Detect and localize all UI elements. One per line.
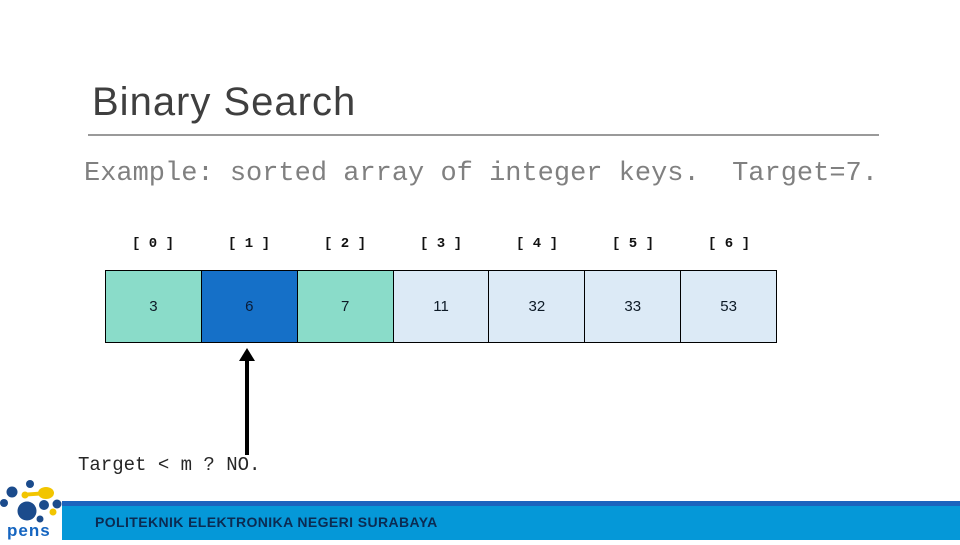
comparison-caption: Target < m ? NO. — [78, 454, 261, 476]
footer-bar — [59, 506, 960, 540]
array-index-row: [ 0 ] [ 1 ] [ 2 ] [ 3 ] [ 4 ] [ 5 ] [ 6 … — [105, 236, 777, 252]
array-cell-4: 32 — [489, 271, 586, 342]
footer-institution-name: POLITEKNIK ELEKTRONIKA NEGERI SURABAYA — [95, 514, 438, 530]
array-cell-3: 11 — [393, 271, 490, 342]
array-cell-1-middle: 6 — [201, 271, 298, 342]
arrow-up-icon — [239, 348, 255, 361]
title-underline — [88, 134, 879, 136]
array-cell-2: 7 — [297, 271, 394, 342]
index-label-3: [ 3 ] — [419, 236, 462, 252]
index-label-2: [ 2 ] — [323, 236, 366, 252]
array-cell-5: 33 — [585, 271, 682, 342]
index-label-5: [ 5 ] — [611, 236, 654, 252]
array-cell-6: 53 — [681, 271, 777, 342]
index-label-4: [ 4 ] — [515, 236, 558, 252]
array-table: 3 6 7 11 32 33 53 — [105, 270, 777, 343]
footer-bar-dark-stripe — [59, 501, 960, 506]
index-label-6: [ 6 ] — [707, 236, 750, 252]
page-title: Binary Search — [92, 80, 357, 124]
pens-logo-icon: pens — [0, 480, 62, 540]
pens-logo-wordmark: pens — [7, 521, 51, 540]
example-text: Example: sorted array of integer keys. T… — [84, 159, 878, 189]
arrow-up-line — [245, 360, 249, 455]
index-label-0: [ 0 ] — [131, 236, 174, 252]
pens-logo: pens — [0, 478, 62, 540]
array-cell-0: 3 — [106, 271, 202, 342]
index-label-1: [ 1 ] — [227, 236, 270, 252]
